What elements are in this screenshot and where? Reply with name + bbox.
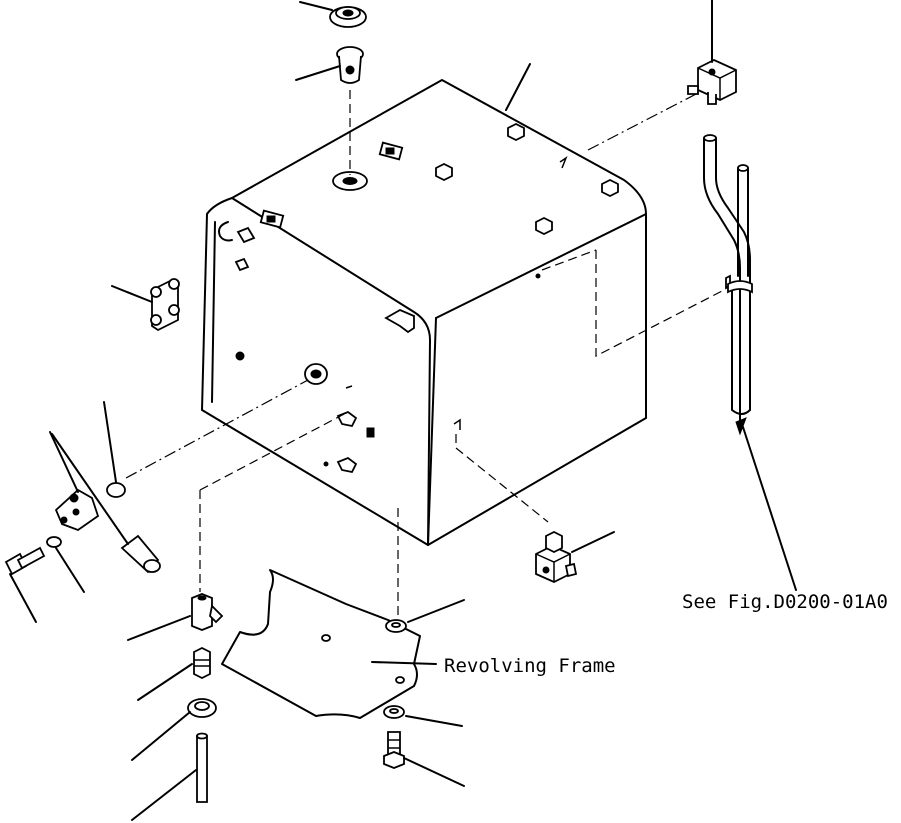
pipes	[703, 134, 797, 591]
block-fitting-top	[687, 0, 737, 105]
revolving-frame: Revolving Frame	[221, 569, 616, 719]
breather-cap	[299, 1, 367, 28]
bolt-washer	[4, 536, 85, 623]
alignment-lines	[125, 90, 725, 622]
washer-top	[385, 599, 465, 633]
fittings-stack	[127, 593, 224, 821]
drain-valve	[49, 431, 161, 574]
hydraulic-tank	[201, 79, 647, 546]
block-fitting-bottom	[535, 530, 615, 583]
label-revolving-frame: Revolving Frame	[444, 655, 616, 677]
clamp-bracket	[111, 278, 180, 332]
bolt-right	[383, 731, 465, 787]
strainer	[295, 46, 364, 84]
washer-bottom	[383, 705, 463, 727]
o-ring-left	[103, 401, 126, 498]
label-see-fig: See Fig.D0200-01A0	[682, 591, 888, 613]
leader-line	[505, 63, 531, 111]
